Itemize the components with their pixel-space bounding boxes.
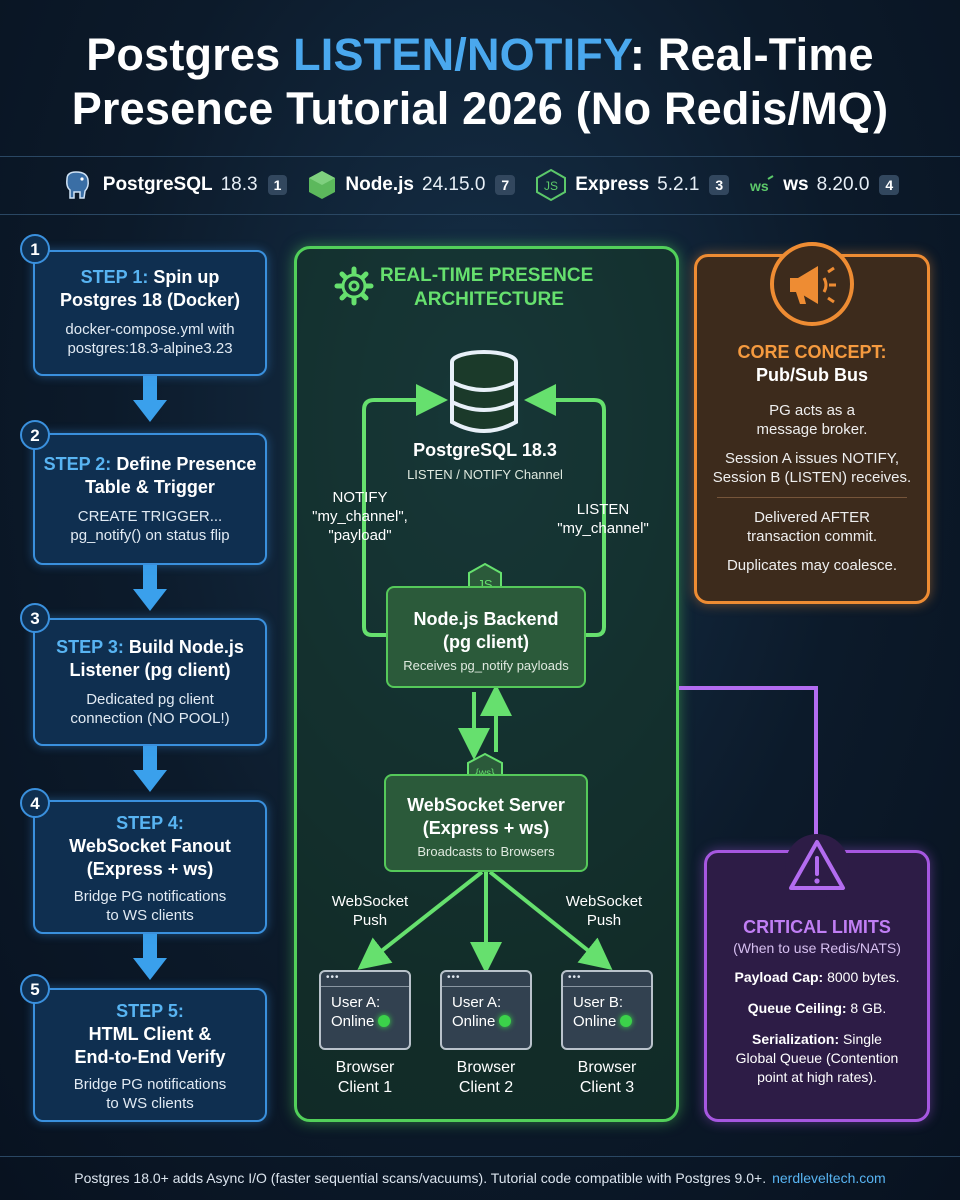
- step-number-1: 1: [20, 234, 50, 264]
- step-number-5: 5: [20, 974, 50, 1004]
- push-arrow-1: [357, 870, 484, 970]
- browser-window-1: ••• User A:Online: [319, 970, 411, 1050]
- elephant-icon: [65, 171, 89, 199]
- svg-text:ws: ws: [749, 178, 769, 194]
- step-arrow-3: [133, 746, 167, 792]
- online-status-dot: [620, 1015, 633, 1027]
- push-label-left: WebSocket Push: [331, 893, 409, 929]
- push-arrow-3: [488, 870, 613, 970]
- online-status-dot: [378, 1015, 391, 1027]
- nodejs-backend-node: Node.js Backend (pg client) Receives pg_…: [386, 586, 586, 688]
- step-card-4: STEP 4: WebSocket Fanout (Express + ws) …: [33, 800, 267, 934]
- gear-icon: [334, 266, 374, 306]
- ws-icon: ws: [749, 175, 774, 194]
- step-arrow-1: [133, 376, 167, 422]
- notify-arrow: [362, 384, 448, 637]
- step-number-4: 4: [20, 788, 50, 818]
- step-arrow-4: [133, 934, 167, 980]
- step-arrow-2: [133, 565, 167, 611]
- browser-caption-1: Browser Client 1: [335, 1059, 395, 1096]
- divider-footer: [0, 1156, 960, 1157]
- browser-caption-3: Browser Client 3: [577, 1059, 637, 1096]
- architecture-title: REAL-TIME PRESENCE ARCHITECTURE: [380, 265, 594, 310]
- page-title: Postgres LISTEN/NOTIFY: Real-Time Presen…: [71, 29, 889, 134]
- step-card-2: STEP 2: Define Presence Table & Trigger …: [33, 433, 267, 565]
- listen-label: LISTEN "my_channel": [557, 501, 649, 537]
- database-node: PostgreSQL 18.3 LISTEN / NOTIFY Channel: [407, 440, 563, 482]
- websocket-server-node: WebSocket Server (Express + ws) Broadcas…: [384, 774, 588, 872]
- step-number-3: 3: [20, 603, 50, 633]
- browser-window-3: ••• User B:Online: [561, 970, 653, 1050]
- limits-connector: [679, 686, 818, 848]
- online-status-dot: [499, 1015, 512, 1027]
- footer-link[interactable]: nerdleveltech.com: [772, 1170, 886, 1186]
- browser-window-2: ••• User A:Online: [440, 970, 532, 1050]
- step-card-5: STEP 5: HTML Client & End-to-End Verify …: [33, 988, 267, 1122]
- footer: Postgres 18.0+ adds Async I/O (faster se…: [74, 1170, 886, 1186]
- nodejs-hexagon-icon: [309, 171, 336, 199]
- svg-text:JS: JS: [544, 179, 558, 193]
- step-connectors: [133, 376, 167, 980]
- core-separator: [717, 497, 907, 498]
- step-card-1: STEP 1: Spin up Postgres 18 (Docker) doc…: [33, 250, 267, 376]
- divider-top: [0, 156, 960, 157]
- notify-label: NOTIFY "my_channel", "payload": [312, 489, 408, 544]
- listen-arrow: [524, 384, 606, 637]
- browser-caption-2: Browser Client 2: [456, 1059, 516, 1096]
- step-number-2: 2: [20, 420, 50, 450]
- database-icon: [450, 350, 518, 433]
- megaphone-icon: [770, 242, 854, 326]
- warning-icon: [785, 834, 849, 898]
- js-hexagon-icon: JS: [536, 168, 567, 202]
- divider-bottom: [0, 214, 960, 215]
- svg-text:{ws}: {ws}: [476, 768, 496, 779]
- push-label-right: WebSocket Push: [565, 893, 643, 929]
- step-card-3: STEP 3: Build Node.js Listener (pg clien…: [33, 618, 267, 746]
